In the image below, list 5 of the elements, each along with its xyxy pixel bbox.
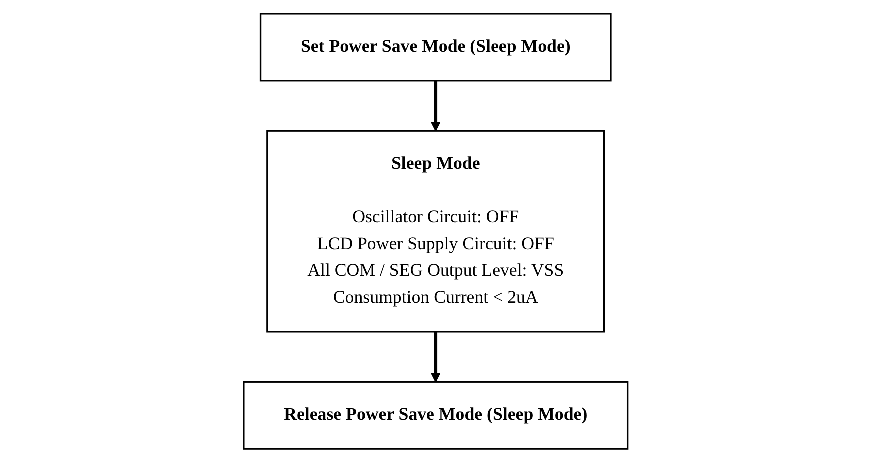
arrow xyxy=(430,80,440,132)
node-box: Sleep Mode Oscillator Circuit: OFF LCD Power Supply Circuit: OFF All COM / SEG Output Level: VSS Consumption Current < 2uA xyxy=(266,130,605,333)
node-box: Set Power Save Mode (Sleep Mode) xyxy=(260,13,612,82)
arrow xyxy=(430,332,440,383)
node-box: Release Power Save Mode (Sleep Mode) xyxy=(242,381,628,450)
